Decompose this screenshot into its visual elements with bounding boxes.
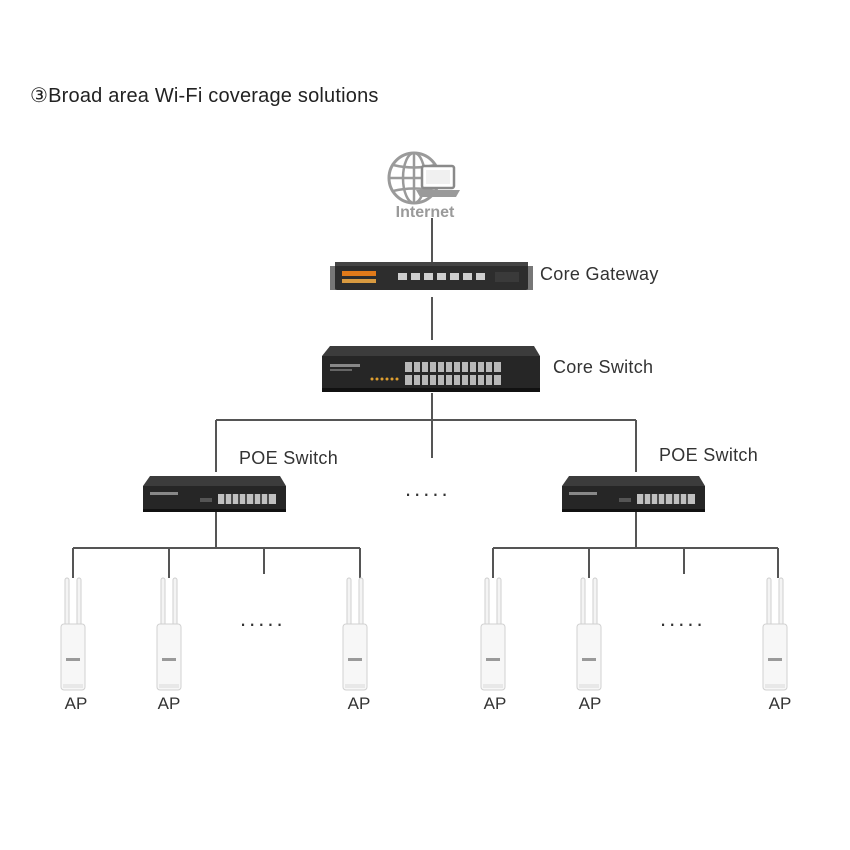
right-ap-ellipsis: ..... bbox=[660, 606, 706, 631]
access-points-left bbox=[60, 577, 368, 691]
left-ap-ellipsis: ..... bbox=[240, 606, 286, 631]
ap-label: AP bbox=[768, 694, 792, 713]
access-points-right bbox=[480, 577, 788, 691]
core-switch-label: Core Switch bbox=[553, 357, 654, 377]
poe-switch-device-right bbox=[562, 476, 705, 512]
access-point bbox=[480, 577, 506, 691]
poe-switch-label-left: POE Switch bbox=[239, 448, 339, 468]
core-gateway-label: Core Gateway bbox=[540, 264, 659, 284]
ap-label: AP bbox=[483, 694, 507, 713]
connector-lines bbox=[72, 218, 779, 578]
access-point bbox=[762, 577, 788, 691]
core-gateway-device bbox=[330, 262, 533, 290]
poe-switch-label-right: POE Switch bbox=[659, 445, 759, 465]
poe-switch-device-left bbox=[143, 476, 286, 512]
ap-label: AP bbox=[157, 694, 181, 713]
access-point bbox=[156, 577, 182, 691]
ap-label: AP bbox=[578, 694, 602, 713]
page-title: ③Broad area Wi-Fi coverage solutions bbox=[30, 85, 379, 107]
middle-ellipsis: ..... bbox=[405, 476, 451, 501]
ap-label: AP bbox=[64, 694, 88, 713]
access-point bbox=[60, 577, 86, 691]
ap-label: AP bbox=[347, 694, 371, 713]
access-point bbox=[342, 577, 368, 691]
internet-label: Internet bbox=[396, 204, 455, 221]
laptop-icon bbox=[416, 164, 460, 197]
core-switch-device bbox=[322, 346, 540, 392]
access-point bbox=[576, 577, 602, 691]
